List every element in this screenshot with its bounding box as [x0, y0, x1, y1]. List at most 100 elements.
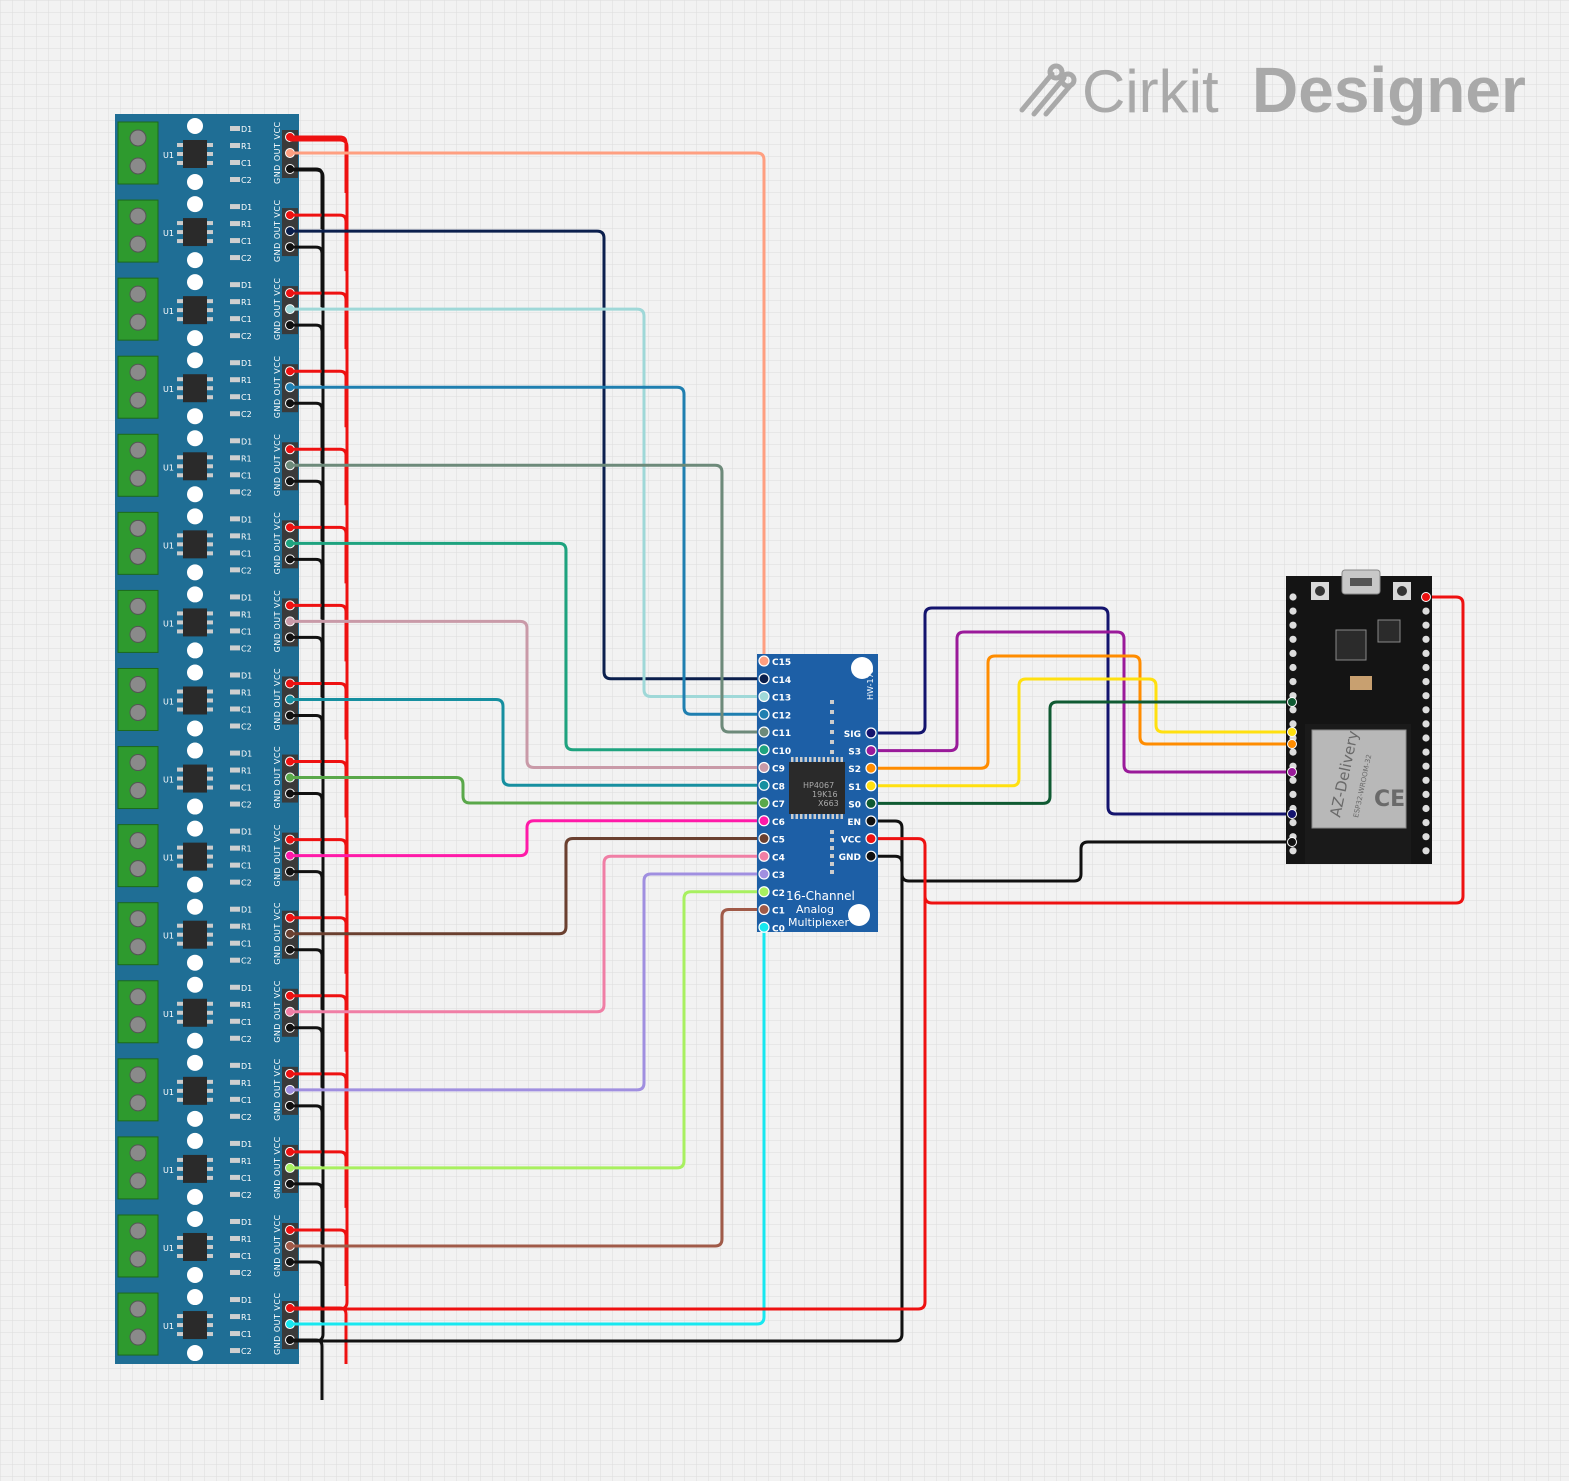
- sensor-chip: [183, 1311, 207, 1340]
- component-pad: [230, 723, 240, 729]
- pin-labels: GND OUT VCC: [273, 199, 282, 262]
- terminal-screw-icon: [129, 910, 147, 928]
- component-pad: [230, 1062, 240, 1068]
- mux-pin-s1[interactable]: [865, 780, 877, 792]
- mux-pin-vcc[interactable]: [865, 832, 877, 845]
- mux-pin-c10[interactable]: [758, 744, 770, 756]
- esp32-pin-right: [1422, 635, 1430, 643]
- chip-leg: [207, 1314, 213, 1319]
- chip-leg: [177, 854, 183, 859]
- component-label-c2: C2: [241, 410, 252, 419]
- sensor-chip: [183, 1232, 207, 1261]
- mux-pin-label-c12: C12: [772, 711, 791, 721]
- mux-pin-gnd[interactable]: [865, 850, 877, 862]
- mux-pin-label-gnd: GND: [839, 853, 861, 863]
- component-pad: [230, 1035, 240, 1041]
- esp32-pin-connected[interactable]: [1287, 767, 1297, 777]
- mux-pin-c11[interactable]: [758, 726, 770, 738]
- terminal-screw-icon: [129, 469, 147, 487]
- esp32-pin-connected[interactable]: [1287, 697, 1297, 707]
- chip-label: U1: [163, 1166, 174, 1175]
- chip-leg: [177, 308, 183, 313]
- chip-leg: [207, 1253, 213, 1258]
- mux-pin-s3[interactable]: [865, 744, 877, 757]
- mux-pin-s2[interactable]: [865, 762, 877, 774]
- esp32-pin-left: [1289, 776, 1297, 784]
- logo-word-designer: Designer: [1252, 54, 1526, 126]
- mount-hole: [187, 118, 203, 134]
- component-pad: [230, 255, 240, 261]
- mux-pin-c14[interactable]: [758, 673, 770, 685]
- component-pad: [230, 1314, 240, 1320]
- component-label-r1: R1: [241, 454, 252, 463]
- mux-pin-label-c14: C14: [772, 676, 791, 686]
- chip-leg: [207, 923, 213, 928]
- channel-wire-c3: [290, 872, 764, 1092]
- channel-wire-c10: [290, 541, 764, 752]
- esp32-pin-connected[interactable]: [1287, 837, 1297, 847]
- component-label-d1: D1: [241, 984, 252, 993]
- mux-pin-sig[interactable]: [865, 727, 877, 739]
- esp32-pin-right: [1422, 678, 1430, 686]
- channel-wire-c9: [290, 619, 764, 769]
- terminal-screw-icon: [129, 363, 147, 381]
- chip-leg: [795, 757, 798, 762]
- terminal-screw-icon: [129, 235, 147, 253]
- pin-labels: GND OUT VCC: [273, 590, 282, 653]
- esp32-pin-left: [1289, 593, 1297, 601]
- component-label-c1: C1: [241, 862, 252, 871]
- mux-pin-c2[interactable]: [758, 886, 770, 898]
- s3-wire: [871, 630, 1292, 774]
- chip-leg: [207, 1235, 213, 1240]
- chip-leg: [207, 776, 213, 781]
- mux-pin-c8[interactable]: [758, 779, 770, 791]
- channel-wire-c13: [290, 307, 764, 698]
- component-label-c2: C2: [241, 644, 252, 653]
- chip-leg: [207, 1097, 213, 1102]
- channel-wire-c1: [290, 908, 764, 1248]
- esp32-pin-left: [1289, 790, 1297, 799]
- component-label-d1: D1: [241, 1296, 252, 1305]
- chip-leg: [813, 757, 816, 762]
- component-pad: [230, 411, 240, 417]
- component-label-c2: C2: [241, 1113, 252, 1122]
- mux-pin-c0[interactable]: [758, 921, 770, 933]
- channel-wire-c2: [290, 890, 764, 1170]
- mux-pin-c7[interactable]: [758, 797, 770, 809]
- chip-label: U1: [163, 1010, 174, 1019]
- mux-pin-c1[interactable]: [758, 903, 770, 916]
- esp32-pin-3v3[interactable]: [1421, 592, 1431, 602]
- mux-pin-c13[interactable]: [758, 690, 770, 703]
- esp32-pin-left: [1289, 607, 1297, 615]
- mux-pin-c3[interactable]: [758, 868, 770, 880]
- esp32-pin-connected[interactable]: [1287, 809, 1297, 819]
- chip-leg: [207, 239, 213, 244]
- terminal-screw-icon: [129, 860, 147, 878]
- chip-leg: [207, 1157, 213, 1162]
- esp32-pin-connected[interactable]: [1287, 727, 1297, 737]
- chip-leg: [822, 814, 825, 819]
- component-label-c2: C2: [241, 488, 252, 497]
- mux-pin-s0[interactable]: [865, 797, 877, 810]
- terminal-screw-icon: [129, 285, 147, 303]
- pin-labels: GND OUT VCC: [273, 824, 282, 887]
- mux-pin-c15[interactable]: [758, 655, 770, 667]
- esp32-pin-connected[interactable]: [1287, 739, 1297, 749]
- mux-pin-c9[interactable]: [758, 761, 770, 774]
- component-label-c1: C1: [241, 393, 252, 402]
- usb-uart-chip: [1335, 629, 1367, 661]
- esp32-pin-left: [1289, 819, 1297, 827]
- chip-leg: [177, 464, 183, 469]
- mux-pin-en[interactable]: [865, 815, 877, 827]
- mux-pin-c5[interactable]: [758, 832, 770, 845]
- mux-pin-c6[interactable]: [758, 815, 770, 827]
- logo-word-cirkit: Cirkit: [1082, 58, 1219, 125]
- mux-pin-c12[interactable]: [758, 708, 770, 720]
- component-pad: [230, 1297, 240, 1303]
- sensor-chip: [183, 374, 207, 403]
- chip-leg: [177, 941, 183, 946]
- esp32-pin-right: [1422, 804, 1430, 813]
- component-label-c1: C1: [241, 237, 252, 246]
- mux-pin-c4[interactable]: [758, 850, 770, 862]
